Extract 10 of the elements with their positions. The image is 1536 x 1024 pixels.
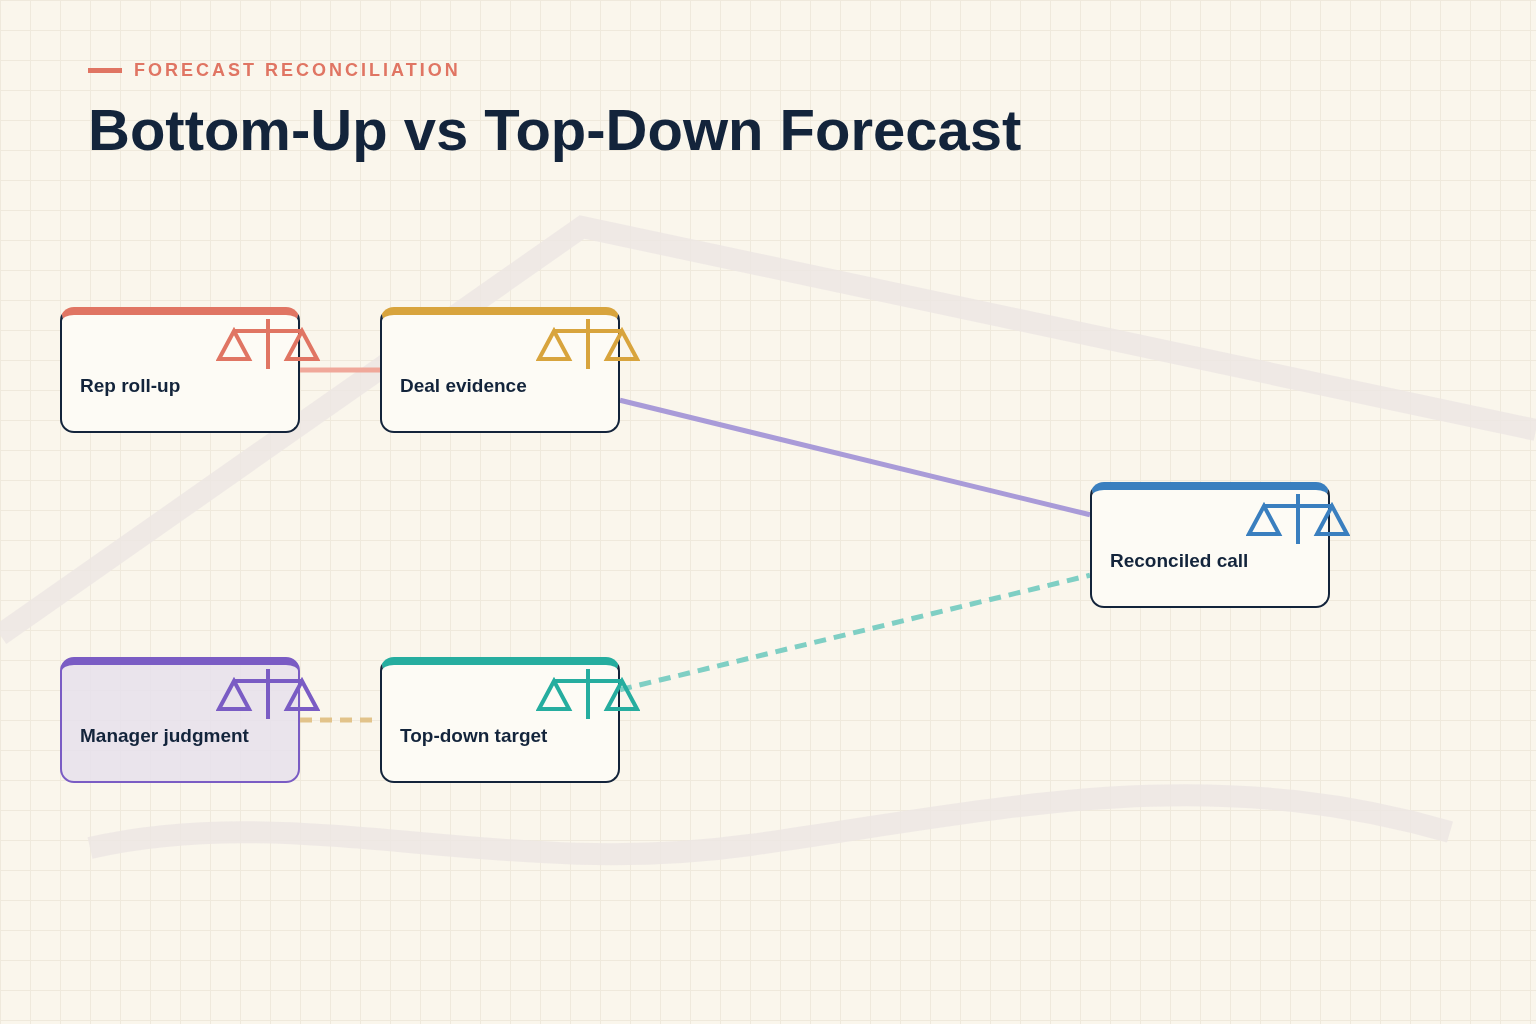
node-label: Rep roll-up [80, 375, 181, 397]
node-label: Top-down target [400, 725, 548, 747]
node-label: Deal evidence [400, 375, 527, 397]
node-label: Reconciled call [1110, 550, 1249, 572]
node-label: Manager judgment [80, 725, 249, 747]
kicker-text: FORECAST RECONCILIATION [134, 60, 461, 81]
connector-line [619, 397, 1091, 518]
title: Bottom-Up vs Top-Down Forecast [88, 96, 1022, 163]
connector-line [300, 367, 380, 373]
connector-line [619, 572, 1091, 693]
